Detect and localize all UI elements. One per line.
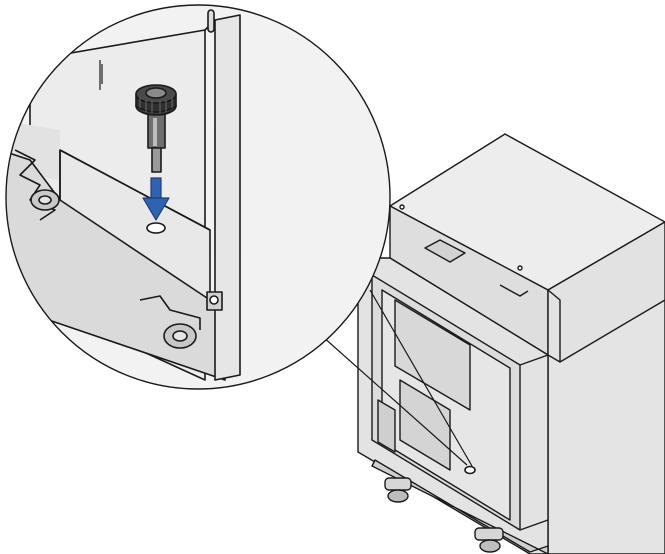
cabinet-base xyxy=(371,459,549,554)
caster-wheel-icon xyxy=(474,527,504,553)
magnified-detail-callout xyxy=(5,4,391,390)
printer-cabinet xyxy=(357,133,665,554)
callout-leader xyxy=(321,289,473,467)
caster-wheel-icon xyxy=(384,477,412,503)
screw-hole-icon xyxy=(146,222,166,234)
thumbscrew-icon xyxy=(135,84,177,173)
tray-handle xyxy=(424,239,466,263)
caster-wheel-icon xyxy=(163,323,197,349)
drawer-side-panel xyxy=(214,14,241,381)
tray-side-face xyxy=(547,221,665,363)
caster-wheel-icon xyxy=(30,189,60,211)
screw-hole-icon xyxy=(464,465,476,475)
down-arrow-icon xyxy=(142,177,170,221)
